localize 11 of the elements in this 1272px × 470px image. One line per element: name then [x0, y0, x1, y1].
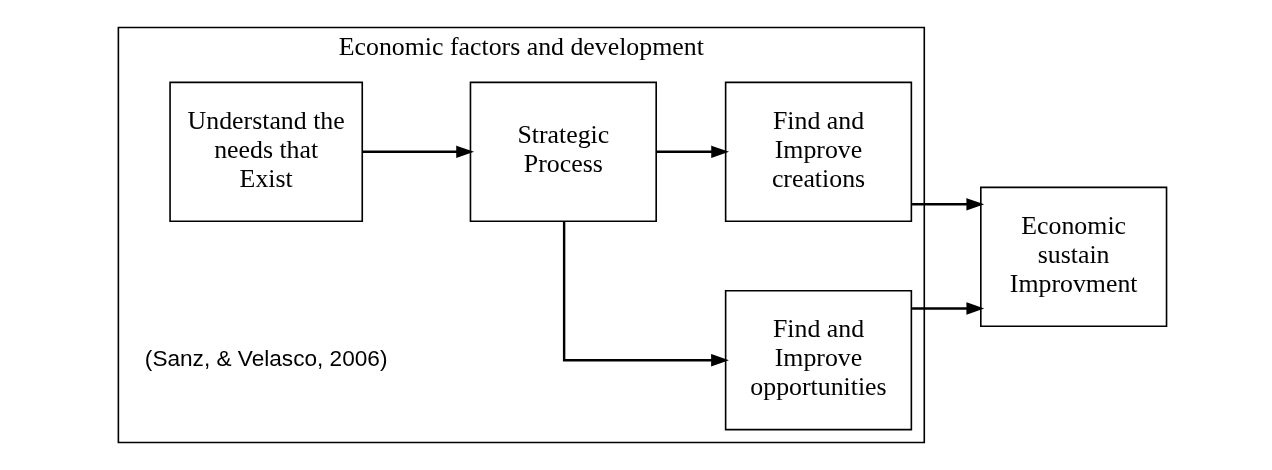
node-box: Understand the needs that Exist	[169, 81, 364, 223]
node-box: Strategic Process	[469, 81, 657, 223]
arrow	[362, 145, 475, 159]
node-box: Economic sustain Improvment	[980, 186, 1168, 328]
node-box: Find and Improve creations	[724, 81, 913, 223]
arrow	[912, 302, 985, 315]
node-box: Find and Improve opportunities	[724, 289, 913, 431]
arrow	[912, 198, 985, 211]
arrow	[656, 145, 730, 159]
arrow	[562, 221, 729, 367]
label: (Sanz, & Velasco, 2006)	[144, 346, 388, 372]
